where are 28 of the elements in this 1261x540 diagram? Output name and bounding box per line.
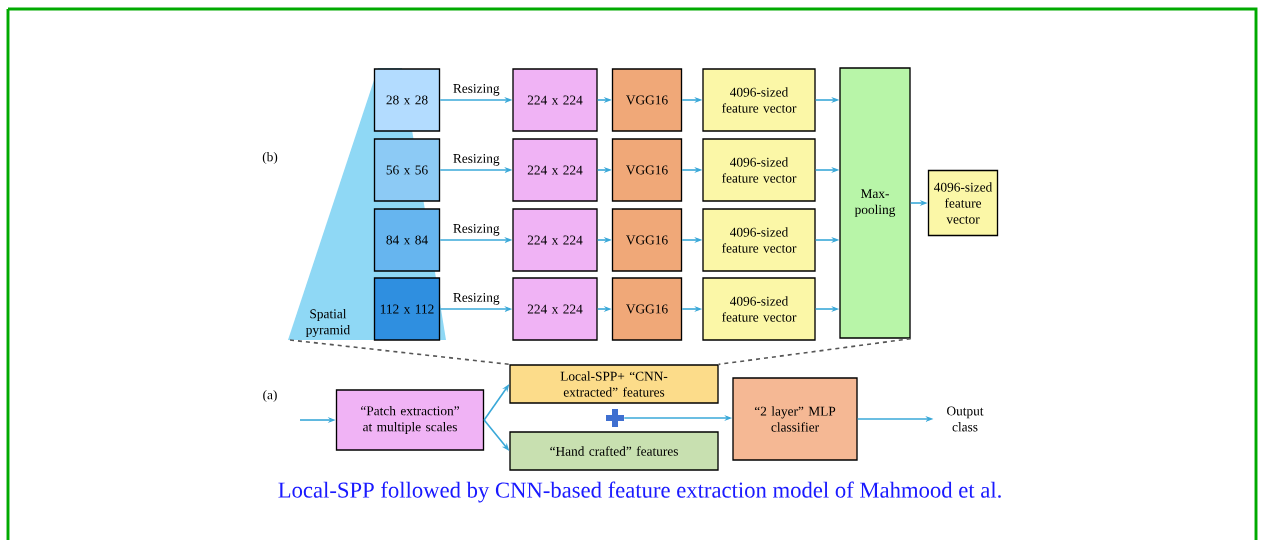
feature-box: Local-SPP+ “CNN-extracted” features	[509, 364, 719, 404]
resize-box: 224 x 224	[512, 208, 598, 272]
feature-box: 4096-sized feature vector	[702, 138, 816, 202]
edge-label: Resizing	[451, 291, 501, 307]
plus-icon	[606, 409, 624, 427]
feature-box: 4096-sized feature vector	[702, 208, 816, 272]
resize-box: 224 x 224	[512, 138, 598, 202]
resize-box: 224 x 224	[512, 68, 598, 132]
feature-box: 4096-sized feature vector	[702, 277, 816, 341]
text-label: (a)	[263, 389, 277, 403]
resize-box: 224 x 224	[512, 277, 598, 341]
process-box: “Patch extraction” at multiple scales	[335, 389, 485, 451]
network-box: VGG16	[611, 208, 683, 272]
edge-label: Resizing	[451, 222, 501, 238]
classifier-box: “2 layer” MLP classifier	[732, 377, 858, 461]
pooling-box: Max-pooling	[839, 67, 911, 339]
feature-box: 4096-sized feature vector	[927, 169, 999, 237]
zoom-line	[289, 339, 511, 366]
network-box: VGG16	[611, 138, 683, 202]
network-box: VGG16	[611, 277, 683, 341]
caption: Local-SPP followed by CNN-based feature extraction model of Mahmood et al.	[278, 481, 1001, 503]
output-text: Output class	[947, 406, 984, 432]
network-box: VGG16	[611, 68, 683, 132]
zoom-line	[717, 337, 912, 366]
edge-label: Resizing	[451, 152, 501, 168]
edge-label: Resizing	[451, 82, 501, 98]
feature-box: “Hand crafted” features	[509, 431, 719, 471]
feature-box: 4096-sized feature vector	[702, 68, 816, 132]
